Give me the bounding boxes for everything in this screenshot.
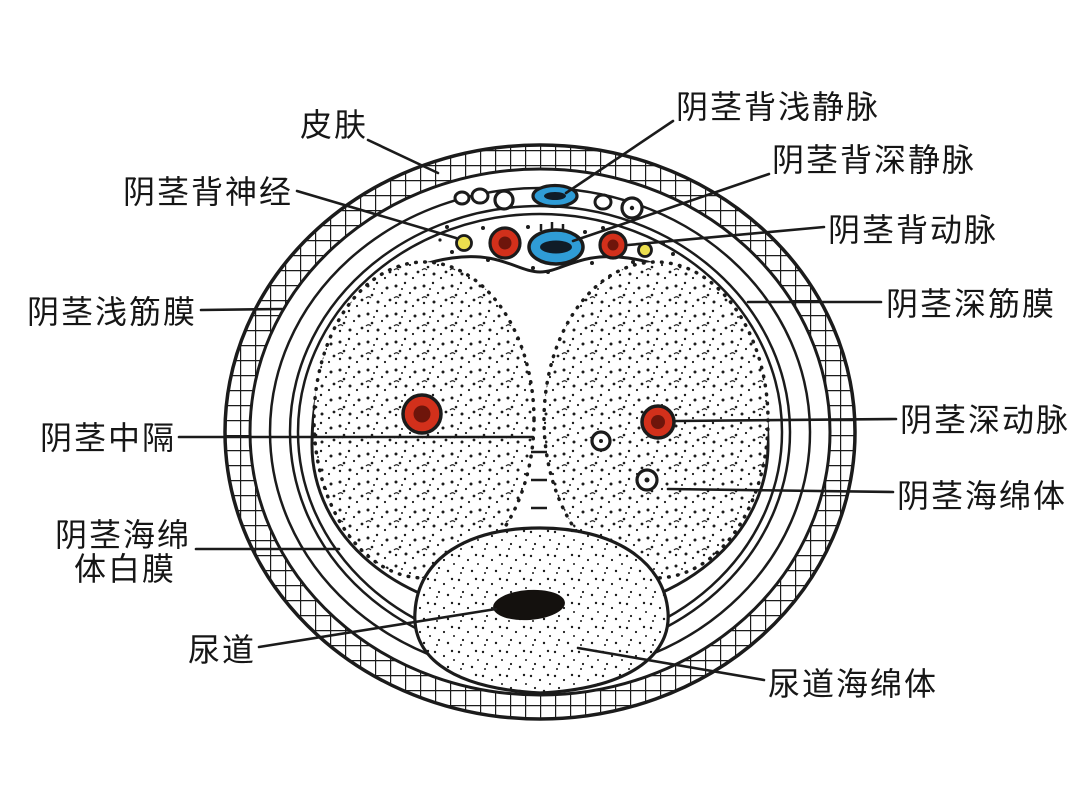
corpus-spongiosum-group bbox=[413, 526, 670, 695]
label-urethra: 尿道 bbox=[188, 632, 256, 668]
leader-superficial-fascia bbox=[199, 307, 284, 312]
label-deep-dorsal-vein: 阴茎背深静脉 bbox=[772, 142, 976, 178]
label-skin: 皮肤 bbox=[300, 107, 368, 143]
left-deep-artery-lumen bbox=[413, 405, 431, 423]
dorsal-vessel-bundle bbox=[438, 183, 675, 274]
leader-superficial-dorsal-vein bbox=[564, 119, 675, 195]
right-dorsal-nerve bbox=[637, 242, 653, 258]
label-septum: 阴茎中隔 bbox=[40, 420, 176, 456]
cavernous-space-large-dot bbox=[644, 477, 650, 483]
deep-dorsal-vein-lumen bbox=[540, 240, 572, 254]
labels: 皮肤 阴茎背神经 阴茎背浅静脉 阴茎背深静脉 阴茎背动脉 阴茎浅筋膜 阴茎中隔 … bbox=[27, 89, 1070, 702]
leader-deep-dorsal-vein bbox=[571, 172, 771, 243]
leader-skin bbox=[366, 138, 440, 175]
leader-corpus-cavernosum bbox=[666, 487, 895, 494]
skin-brick-texture-ring bbox=[224, 144, 856, 720]
leader-deep-artery bbox=[674, 417, 898, 423]
label-deep-artery: 阴茎深动脉 bbox=[900, 402, 1070, 438]
label-deep-fascia: 阴茎深筋膜 bbox=[886, 286, 1056, 322]
superficial-dorsal-vein-lumen bbox=[544, 192, 566, 200]
small-vein-3 bbox=[493, 189, 515, 211]
label-corpus-spongiosum: 尿道海绵体 bbox=[768, 666, 938, 702]
urethra-lumen bbox=[493, 589, 565, 621]
small-vein-5-dot bbox=[629, 205, 635, 211]
label-tunica-line-2: 体白膜 bbox=[74, 551, 176, 587]
skin-outer-ring bbox=[223, 143, 857, 721]
cavernous-space-small-dot bbox=[599, 439, 603, 443]
leader-corpus-spongiosum bbox=[576, 646, 766, 682]
label-tunica-albuginea: 阴茎海绵体白膜 bbox=[55, 517, 191, 587]
label-superficial-fascia: 阴茎浅筋膜 bbox=[27, 294, 197, 330]
deep-vessels bbox=[401, 393, 676, 492]
leader-urethra bbox=[257, 607, 498, 649]
small-vein-4 bbox=[593, 193, 613, 211]
bundle-speckle-dots bbox=[438, 225, 675, 274]
label-dorsal-nerve: 阴茎背神经 bbox=[123, 174, 293, 210]
skin-inner-ring bbox=[248, 167, 832, 697]
label-dorsal-artery: 阴茎背动脉 bbox=[828, 212, 998, 248]
label-superficial-dorsal-vein: 阴茎背浅静脉 bbox=[676, 89, 880, 125]
right-dorsal-artery-lumen bbox=[607, 239, 619, 251]
right-deep-artery-lumen bbox=[651, 415, 665, 429]
leader-dorsal-artery bbox=[626, 225, 826, 247]
left-dorsal-nerve bbox=[455, 234, 473, 252]
small-vein-2 bbox=[470, 187, 490, 205]
leader-dorsal-nerve bbox=[295, 189, 458, 240]
label-corpus-cavernosum: 阴茎海绵体 bbox=[897, 478, 1067, 514]
label-tunica-line-1: 阴茎海绵 bbox=[55, 517, 191, 553]
small-vein-1 bbox=[453, 190, 471, 206]
leader-lines bbox=[177, 119, 898, 682]
left-dorsal-artery-lumen bbox=[498, 236, 512, 250]
